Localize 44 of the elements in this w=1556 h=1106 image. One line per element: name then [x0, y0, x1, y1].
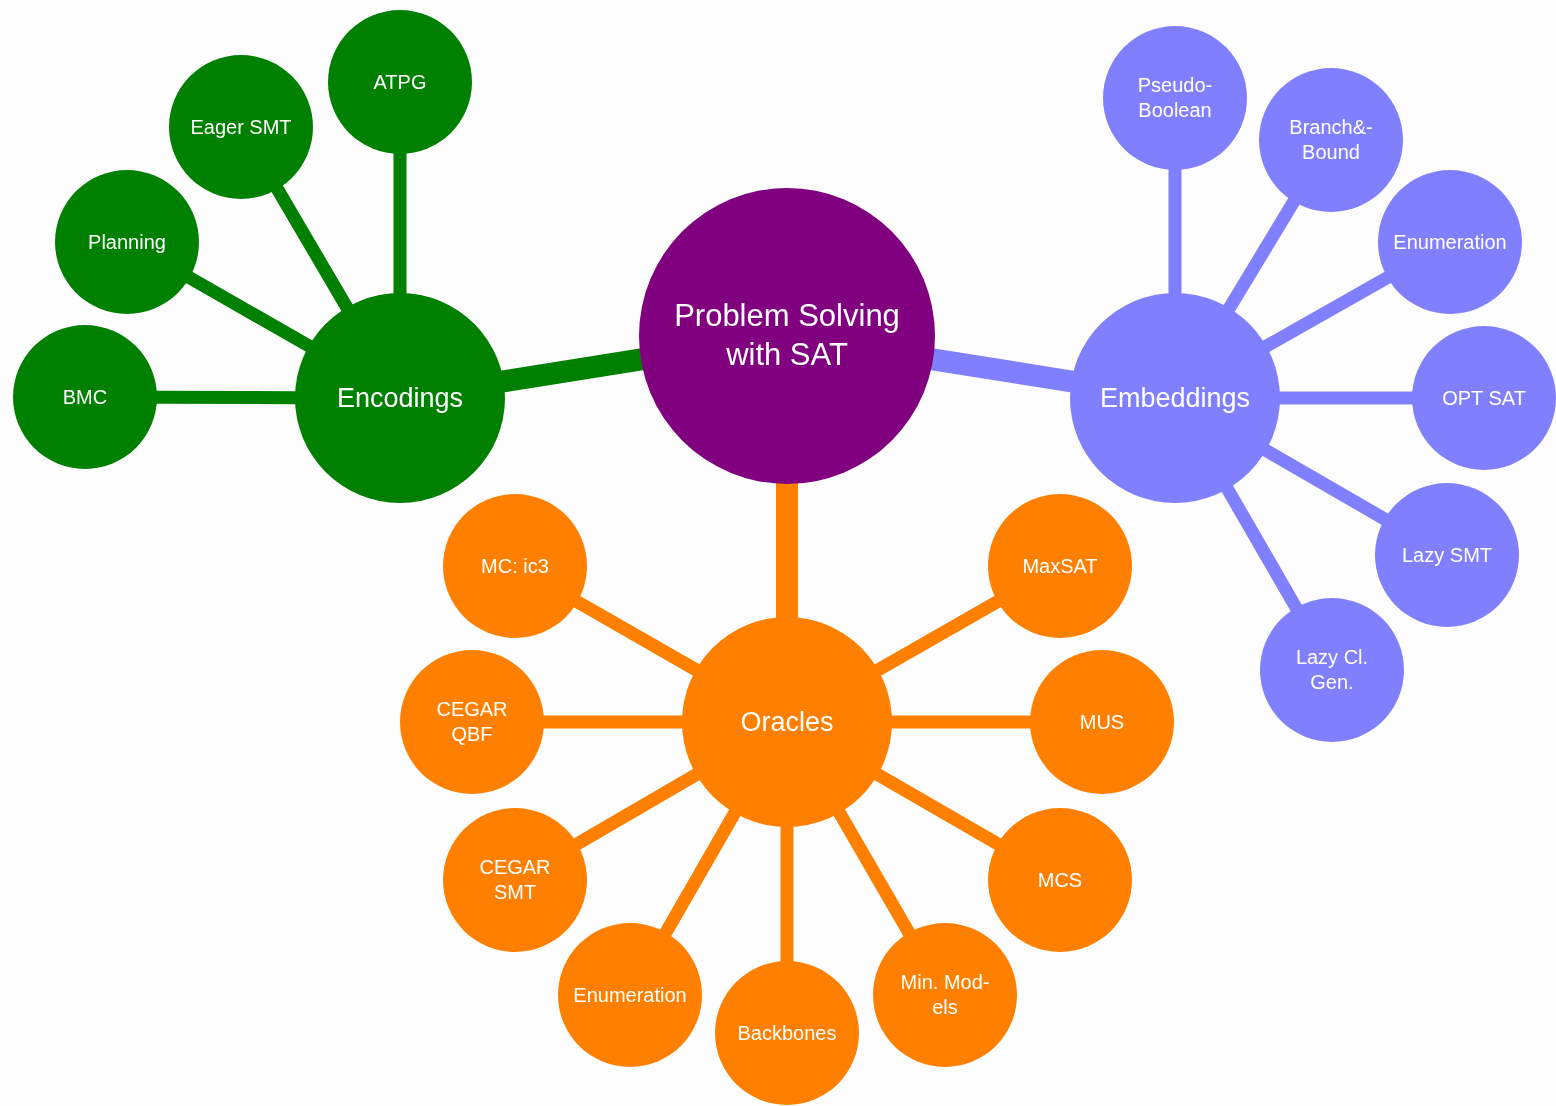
connector-line [890, 715, 1032, 729]
topic-label: Pseudo-Boolean [1136, 73, 1214, 123]
connector-line [780, 825, 794, 963]
topic-label: Backbones [736, 1020, 838, 1046]
topic-label: Lazy SMT [1401, 542, 1493, 568]
connector-line [873, 595, 1003, 677]
topic-label: Problem Solving with SAT [673, 297, 901, 374]
topic-label: BMC [61, 384, 109, 410]
connector-line [572, 768, 702, 851]
connector-line [1220, 483, 1303, 613]
connector-line [1222, 196, 1301, 314]
topic-label: Planning [87, 229, 167, 255]
topic-label: Eager SMT [189, 114, 293, 140]
topic-label: MaxSAT [1021, 553, 1099, 579]
topic-label: Branch&-Bound [1288, 115, 1374, 165]
topic-label: Lazy Cl. Gen. [1294, 645, 1370, 695]
topic-label: CEGAR QBF [435, 697, 509, 747]
connector-line [659, 808, 742, 938]
connector-line [1260, 443, 1390, 526]
topic-label: MUS [1078, 709, 1126, 735]
topic-label: Embeddings [1098, 381, 1252, 415]
topic-label: ATPG [372, 69, 428, 95]
connector-line [572, 595, 701, 677]
topic-label: MCS [1036, 867, 1084, 893]
topic-label: MC: ic3 [480, 553, 550, 579]
connector-line [1168, 168, 1182, 295]
topic-label: Enumeration [1392, 229, 1508, 255]
topic-label: Encodings [335, 381, 465, 415]
connector-line [1278, 391, 1414, 405]
connector-line [270, 184, 354, 313]
connector-line [542, 715, 684, 729]
connector-line [393, 152, 407, 295]
connector-line [872, 767, 1003, 851]
connector-line [499, 348, 645, 393]
topic-label: Min. Mod-els [899, 970, 991, 1020]
connector-line [929, 348, 1076, 393]
topic-label: Enumeration [572, 982, 688, 1008]
topic-label: Oracles [739, 705, 835, 739]
topic-label: OPT SAT [1441, 385, 1527, 411]
connector-line [832, 807, 916, 938]
topic-label: CEGAR SMT [478, 855, 552, 905]
connector-line [776, 482, 798, 619]
connector-line [184, 271, 314, 353]
connector-line [1261, 270, 1393, 353]
